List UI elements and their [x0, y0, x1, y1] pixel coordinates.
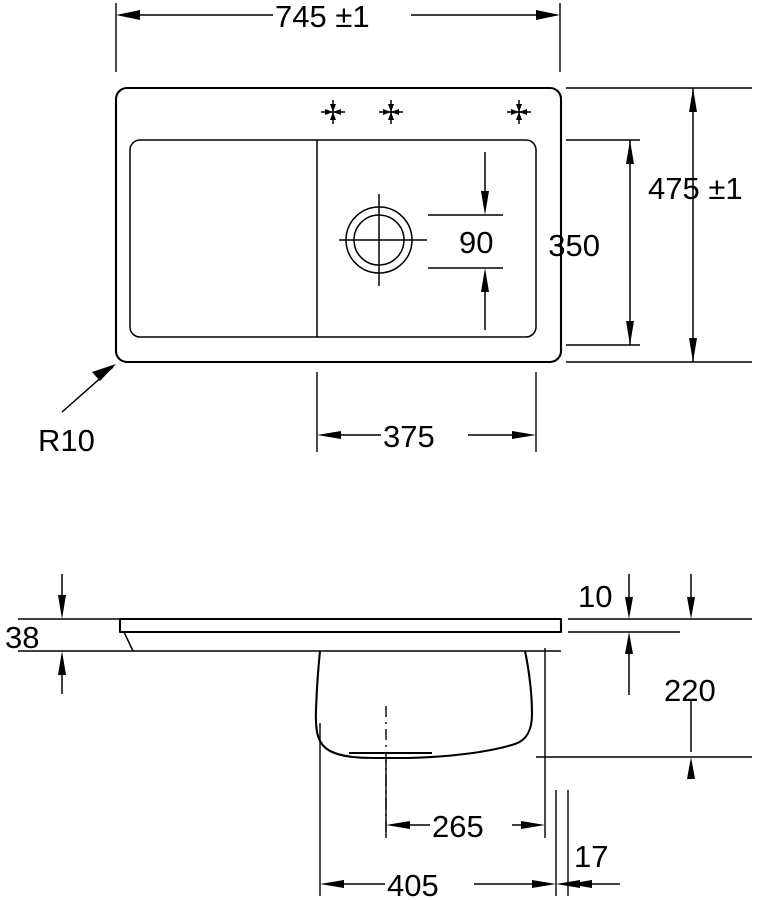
dim-label-bowl-bottom-width: 265 [432, 809, 484, 844]
dimension-bowl-outer-width: 405 [319, 723, 557, 900]
basin-profile-outline [314, 650, 534, 760]
arrowhead-405-right [532, 880, 556, 888]
dim-label-drain-diameter: 90 [459, 225, 493, 260]
dim-label-bowl-depth: 350 [548, 228, 600, 263]
dim-label-bowl-width: 375 [383, 419, 435, 454]
dim-label-total-height: 220 [664, 673, 716, 708]
arrowhead-38-bottom [58, 651, 66, 675]
arrowhead-475-top [689, 88, 697, 112]
arrowhead-10-top [625, 597, 633, 619]
arrowhead-350-top [626, 140, 634, 164]
arrowhead-drain-bottom [481, 268, 489, 292]
arrowhead-265-left [386, 821, 410, 829]
dim-label-rim-thickness: 38 [5, 620, 39, 655]
arrowhead-right [536, 10, 560, 20]
arrowhead-drain-top [481, 191, 489, 215]
dimension-rim-thickness: 38 [5, 574, 133, 694]
dim-label-rim-lip: 10 [578, 579, 612, 614]
sink-outer-outline [114, 86, 563, 364]
side-view-group: 38 10 220 265 [5, 574, 752, 900]
dimension-bowl-width: 375 [316, 372, 537, 454]
tap-hole-marker-1 [321, 100, 345, 124]
arrowhead-265-right [521, 821, 545, 829]
arrowhead-475-bottom [689, 338, 697, 362]
dimension-rim-lip: 10 [568, 574, 752, 695]
dim-label-edge-offset: 17 [574, 839, 608, 874]
arrowhead-r10 [92, 364, 116, 381]
dim-label-corner-radius: R10 [38, 423, 95, 458]
top-view-group: 745 ±1 [38, 0, 752, 458]
arrowhead-220-top [687, 597, 695, 619]
drain-hole [339, 194, 427, 286]
dimension-bowl-bottom-width: 265 [385, 648, 546, 844]
annotation-corner-radius: R10 [38, 364, 116, 458]
dim-label-bowl-outer-width: 405 [387, 868, 439, 900]
arrowhead-405-left [320, 880, 344, 888]
dimension-overall-depth: 475 ±1 [566, 87, 752, 363]
arrowhead-17-inner [568, 880, 592, 888]
dimension-total-height: 220 [536, 574, 752, 779]
dim-label-overall-depth: 475 ±1 [648, 171, 743, 206]
arrowhead-left [116, 10, 140, 20]
arrowhead-375-left [317, 431, 341, 439]
tap-hole-marker-2 [379, 100, 403, 124]
sink-inner-recess-outline [129, 139, 537, 338]
arrowhead-220-bottom [687, 757, 695, 779]
arrowhead-375-right [512, 431, 536, 439]
dimension-bowl-depth: 350 [548, 139, 640, 346]
arrowhead-10-bottom [625, 632, 633, 654]
tap-hole-marker-3 [507, 100, 531, 124]
arrowhead-38-top [58, 595, 66, 619]
dim-label-overall-width: 745 ±1 [275, 0, 370, 34]
rim-underside-chamfer [123, 631, 561, 652]
dimension-drain-diameter: 90 [428, 152, 503, 330]
arrowhead-350-bottom [626, 321, 634, 345]
dimension-overall-width: 745 ±1 [115, 0, 561, 72]
rim-top-plate [118, 617, 563, 634]
dimension-edge-offset: 17 [556, 790, 620, 896]
